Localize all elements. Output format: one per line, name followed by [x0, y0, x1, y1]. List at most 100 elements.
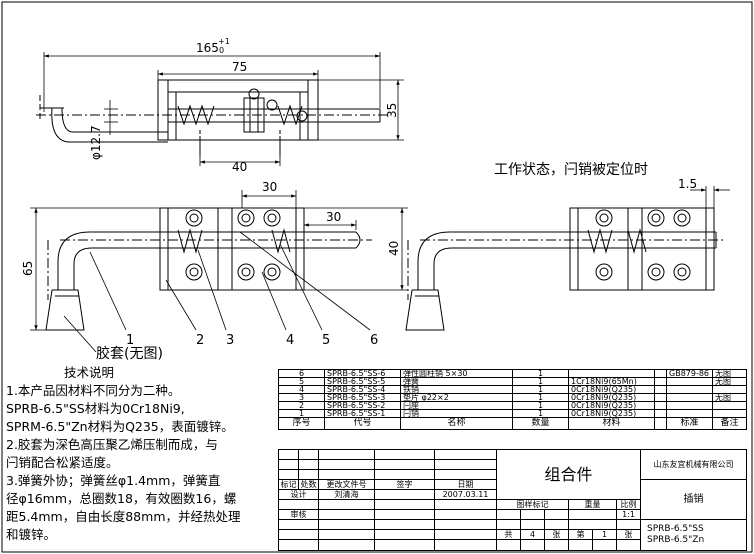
bom-cell-qty: 1 [512, 369, 569, 378]
scale-value: 1:1 [615, 509, 642, 520]
bom-cell-code: SPRB-6.5"SS-3 [324, 393, 401, 402]
bom-cell-remark: 无图 [712, 377, 747, 386]
dim-overall-length-tol-lower: 0 [219, 46, 224, 55]
bom-cell-remark: 无图 [712, 393, 747, 402]
header-cell: 备注 [712, 417, 747, 430]
balloon-5: 5 [322, 333, 330, 348]
bom-cell-no: 2 [278, 401, 325, 410]
bom-cell-blank [654, 385, 667, 394]
bom-cell-qty: 1 [512, 401, 569, 410]
front-view [45, 207, 372, 331]
bom-cell-remark [712, 409, 747, 418]
bom-cell-material: 0Cr18Ni9(Q235) [568, 385, 655, 394]
bom-cell-standard [666, 377, 713, 386]
sheet-total: 4 [520, 529, 545, 540]
model-number: SPRB-6.5"Zn [647, 535, 705, 545]
title-block-table: 组合件 山东友宜机械有限公司 标记 处数 更改文件号 签字 日期 插销 设计 刘… [278, 449, 748, 551]
bom-cell-standard [666, 409, 713, 418]
part-name: 插销 [640, 479, 748, 520]
top-view-dimensions [43, 52, 404, 166]
bom-cell-material: 0Cr18Ni9(Q235) [568, 409, 655, 418]
balloon-4: 4 [286, 333, 294, 348]
bom-cell-no: 6 [278, 369, 325, 378]
bom-cell-standard [666, 401, 713, 410]
balloon-2: 2 [196, 333, 204, 348]
bom-cell-qty: 1 [512, 409, 569, 418]
company-name: 山东友宜机械有限公司 [640, 449, 748, 480]
bom-cell-no: 4 [278, 385, 325, 394]
rev-header: 更改文件号 [318, 479, 375, 490]
note-line: 3.弹簧外协；弹簧丝φ1.4mm，弹簧直 [6, 473, 221, 488]
leader-lines [63, 231, 371, 353]
header-cell: 序号 [278, 417, 325, 430]
sheet-current: 1 [592, 529, 617, 540]
balloon-3: 3 [226, 333, 234, 348]
bom-cell-no: 1 [278, 409, 325, 418]
bom-cell-blank [654, 401, 667, 410]
header-cell: 标准 [666, 417, 713, 430]
note-line: 1.本产品因材料不同分为二种。 [6, 383, 181, 398]
header-cell: 材料 [568, 417, 655, 430]
design-label: 设计 [278, 489, 319, 500]
scale-label: 比例 [615, 499, 642, 510]
model-number: SPRB-6.5"SS [647, 524, 704, 534]
bom-cell-code: SPRB-6.5"SS-6 [324, 369, 401, 378]
bom-cell-remark [712, 401, 747, 410]
notes-title: 技术说明 [64, 365, 115, 380]
sheet-text: 第 [568, 529, 593, 540]
dim-front-base-height: 40 [387, 241, 401, 256]
dim-front-width: 30 [262, 180, 277, 194]
bom-cell-standard [666, 385, 713, 394]
bom-cell-name: 闩座 [400, 401, 513, 410]
note-line: 和镀锌。 [6, 527, 57, 542]
note-line: 径φ16mm，总圈数18，有效圈数16，螺 [6, 491, 237, 506]
bom-cell-material [568, 369, 655, 378]
note-line: 距5.4mm，自由长度88mm，并经热处理 [6, 509, 241, 524]
bom-cell-no: 5 [278, 377, 325, 386]
title-block: 组合件 山东友宜机械有限公司 标记 处数 更改文件号 签字 日期 插销 设计 刘… [278, 449, 748, 551]
bom-cell-no: 3 [278, 393, 325, 402]
balloon-6: 6 [370, 333, 378, 348]
dim-overall-length-tol-upper: +1 [218, 37, 230, 46]
balloon-1: 1 [126, 333, 134, 348]
bom-cell-standard: GB879-86 [666, 369, 713, 378]
header-cell: 名称 [400, 417, 513, 430]
rev-header: 处数 [298, 479, 319, 490]
bom-cell-standard [666, 393, 713, 402]
bom-cell-name: 弹性圆柱销 5×30 [400, 369, 513, 378]
bom-cell-qty: 1 [512, 377, 569, 386]
bom-cell-code: SPRB-6.5"SS-4 [324, 385, 401, 394]
working-state-label: 工作状态，闩销被定位时 [494, 162, 648, 178]
header-cell: 数量 [512, 417, 569, 430]
bom-cell-qty: 1 [512, 393, 569, 402]
dim-rod-dia: φ12.7 [89, 125, 103, 160]
bom-cell-material: 0Cr18Ni9(Q235) [568, 393, 655, 402]
review-label: 审核 [278, 509, 319, 520]
dim-base-height: 35 [385, 103, 399, 118]
bom-cell-remark [712, 385, 747, 394]
top-view [36, 79, 390, 156]
dim-front-height: 65 [21, 261, 35, 276]
technical-notes: 技术说明 1.本产品因材料不同分为二种。 SPRB-6.5"SS材料为0Cr18… [6, 364, 274, 544]
assembly-title: 组合件 [495, 449, 642, 500]
note-line: SPRB-6.5"SS材料为0Cr18Ni9, [6, 401, 185, 416]
dim-hole-pitch: 40 [232, 160, 247, 174]
rev-header: 签字 [374, 479, 435, 490]
bom-cell-code: SPRB-6.5"SS-1 [324, 409, 401, 418]
dim-base-length: 75 [232, 60, 247, 74]
note-line: 闩销配合松紧适度。 [6, 455, 119, 470]
rev-header: 标记 [278, 479, 299, 490]
header-cell [654, 417, 667, 430]
dim-front-travel: 30 [326, 210, 341, 224]
bom-cell-code: SPRB-6.5"SS-5 [324, 377, 401, 386]
bom-cell-qty: 1 [512, 385, 569, 394]
note-line: 2.胶套为深色高压聚乙烯压制而成，与 [6, 437, 218, 452]
bom-cell-blank [654, 369, 667, 378]
